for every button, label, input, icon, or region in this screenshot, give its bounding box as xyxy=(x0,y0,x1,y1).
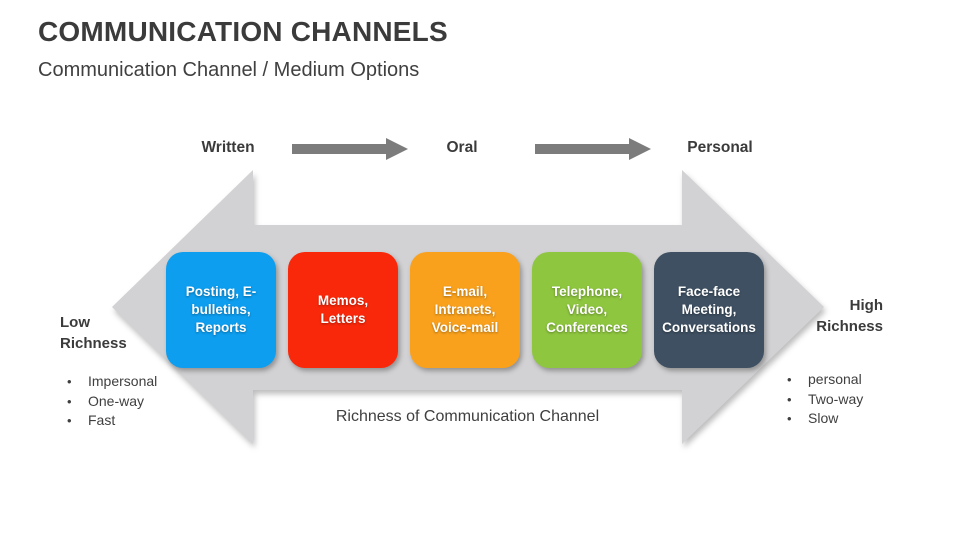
bullet-icon: • xyxy=(787,391,792,407)
channel-box-posting: Posting, E- bulletins, Reports xyxy=(166,252,276,368)
bullet-item: • Two-way xyxy=(787,391,863,411)
bullet-item: • personal xyxy=(787,371,863,391)
low-richness-label: Low Richness xyxy=(60,312,127,354)
page-title: COMMUNICATION CHANNELS xyxy=(38,16,448,47)
bullet-text: Impersonal xyxy=(88,373,158,389)
arrow-shape xyxy=(292,138,408,160)
box-text-line: Memos, xyxy=(317,293,369,308)
channel-box-telephone: Telephone, Video, Conferences xyxy=(532,252,642,368)
axis-label-personal: Personal xyxy=(687,139,753,156)
box-text-line: Posting, E- xyxy=(185,284,257,299)
oral-to-personal-arrow-icon xyxy=(535,138,651,160)
bullet-item: • Fast xyxy=(67,412,157,432)
page-subtitle: Communication Channel / Medium Options xyxy=(38,59,420,81)
axis-label-written: Written xyxy=(201,139,255,156)
bullet-item: • One-way xyxy=(67,393,157,413)
bullet-text: Slow xyxy=(808,410,839,426)
low-richness-bullets: • Impersonal • One-way • Fast xyxy=(67,373,157,432)
channel-box-email: E-mail, Intranets, Voice-mail xyxy=(410,252,520,368)
heading-line: Low xyxy=(60,314,90,331)
axis-label-oral: Oral xyxy=(446,139,478,156)
written-to-oral-arrow-icon xyxy=(292,138,408,160)
box-text-line: Telephone, xyxy=(551,284,623,299)
channel-box-memos: Memos, Letters xyxy=(288,252,398,368)
heading-line: High xyxy=(849,297,883,314)
high-richness-label: High Richness xyxy=(816,295,883,337)
bullet-icon: • xyxy=(67,393,72,409)
box-text-line: bulletins, xyxy=(191,302,251,317)
bullet-text: Two-way xyxy=(808,390,864,407)
bullet-icon: • xyxy=(787,411,792,426)
bullet-item: • Slow xyxy=(787,410,863,430)
box-text-line: E-mail, xyxy=(442,284,488,299)
box-text-line: Meeting, xyxy=(681,302,737,317)
heading-line: Richness xyxy=(816,318,883,335)
box-text-line: Conversations xyxy=(662,320,756,335)
box-text-line: Reports xyxy=(195,320,247,335)
bullet-icon: • xyxy=(67,413,72,428)
box-text-line: Video, xyxy=(566,302,608,317)
box-text-line: Letters xyxy=(320,311,366,326)
bullet-icon: • xyxy=(787,372,792,387)
box-text-line: Face-face xyxy=(677,284,741,299)
bullet-item: • Impersonal xyxy=(67,373,157,393)
high-richness-bullets: • personal • Two-way • Slow xyxy=(787,371,863,430)
bullet-icon: • xyxy=(67,374,72,389)
heading-line: Richness xyxy=(60,335,127,352)
box-text-line: Conferences xyxy=(546,320,628,335)
bullet-text: One-way xyxy=(88,392,145,409)
arrow-shape xyxy=(535,138,651,160)
box-text-line: Intranets, xyxy=(434,302,496,317)
richness-axis-label: Richness of Communication Channel xyxy=(335,408,600,425)
bullet-text: Fast xyxy=(88,412,116,428)
bullet-text: personal xyxy=(808,371,862,387)
box-text-line: Voice-mail xyxy=(431,320,499,335)
channel-box-face-to-face: Face-face Meeting, Conversations xyxy=(654,252,764,368)
